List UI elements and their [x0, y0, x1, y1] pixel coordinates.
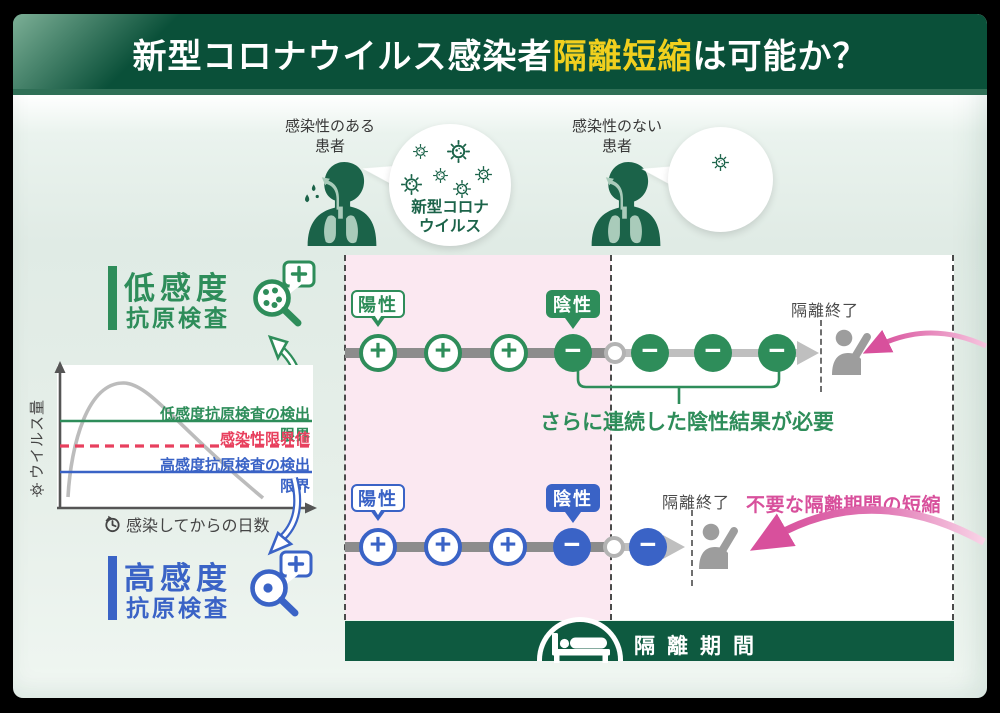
noninfectious-patient-label: 感染性のない 患者 [571, 118, 662, 156]
positive-badge-blue: 陽性 [351, 484, 405, 521]
isolation-end-line-blue [691, 510, 693, 586]
viral-load-chart [54, 361, 317, 514]
virus-glyph-icon [29, 483, 44, 497]
low-test-accent-bar [108, 266, 117, 330]
empty-virus-bubble [668, 127, 773, 232]
test-result-negative: − [629, 528, 667, 566]
blue-row-timeline-bar [345, 542, 615, 552]
test-result-positive: + [489, 528, 527, 566]
test-result-negative: − [553, 528, 591, 566]
curved-arrow-down-icon [267, 476, 302, 556]
test-result-positive: + [424, 334, 462, 372]
consecutive-negatives-bracket [576, 370, 781, 404]
infectivity-threshold-label: 感染性限界値 [219, 431, 310, 448]
test-result-positive: + [490, 334, 528, 372]
untested-marker [604, 342, 626, 364]
untested-marker [603, 536, 625, 558]
bed-icon [552, 633, 610, 663]
green-row-timeline-bar [345, 348, 615, 358]
released-person-icon [699, 523, 738, 569]
isolation-period-label: 隔離期間 [634, 635, 766, 658]
clock-icon [105, 515, 120, 533]
title-bar: 新型コロナウイルス感染者隔離短縮は可能か？ [13, 14, 987, 95]
noninfectious-patient-icon [591, 161, 661, 246]
x-axis-arrow-icon [305, 502, 317, 514]
y-axis-label: ウイルス量 [26, 357, 47, 497]
y-axis-arrow-icon [54, 361, 66, 373]
consecutive-negatives-note: さらに連続した陰性結果が必要 [540, 411, 834, 434]
high-test-title: 高感度 [124, 561, 232, 596]
x-axis-label: 感染してからの日数 [103, 512, 270, 536]
blue-row-timeline-arrow-icon [663, 535, 685, 559]
test-result-negative: − [631, 334, 669, 372]
test-result-negative: − [758, 334, 796, 372]
isolation-end-label-blue: 隔離終了 [662, 495, 731, 512]
shorten-arrow-large-icon [749, 506, 986, 551]
negative-badge-blue: 陰性 [546, 484, 600, 523]
virus-cluster-icon [401, 140, 492, 198]
chart-plot-area [57, 365, 313, 508]
positive-badge-green: 陽性 [351, 290, 405, 327]
green-row-timeline-arrow-icon [797, 341, 819, 365]
low-test-subtitle: 抗原検査 [126, 305, 230, 331]
panel-left-dashed-line [344, 255, 346, 620]
shorten-arrow-small-icon [862, 329, 988, 354]
small-virus-icon [712, 154, 729, 171]
high-test-subtitle: 抗原検査 [126, 595, 230, 621]
non-infectious-period-region [611, 255, 954, 620]
title-highlight: 隔離短縮 [552, 38, 693, 76]
low-limit-label: 低感度抗原検査の検出限界 [159, 406, 310, 444]
panel-right-dashed-line [952, 255, 954, 620]
infectious-patient-icon [305, 161, 377, 246]
test-result-positive: + [359, 528, 397, 566]
low-sensitivity-magnifier-icon [253, 260, 316, 327]
infectious-patient-label: 感染性のある 患者 [284, 118, 375, 156]
isolation-end-line-green [820, 320, 822, 392]
test-result-negative: − [554, 334, 592, 372]
negative-badge-green: 陰性 [546, 290, 600, 329]
page-title: 新型コロナウイルス感染者隔離短縮は可能か？ [133, 25, 868, 78]
title-suffix: は可能か？ [692, 38, 868, 76]
isolation-end-label-green: 隔離終了 [791, 303, 860, 320]
high-test-accent-bar [108, 556, 117, 620]
low-test-title: 低感度 [124, 271, 232, 306]
panel-middle-dashed-line [610, 255, 612, 620]
isolation-period-bar [345, 621, 954, 661]
droplets-icon [305, 184, 319, 203]
released-person-icon [832, 329, 871, 375]
virus-bubble: 新型コロナ ウイルス [389, 124, 511, 246]
virus-bubble-label: 新型コロナ ウイルス [411, 199, 489, 236]
test-result-positive: + [359, 334, 397, 372]
title-text: 新型コロナウイルス感染者 [132, 38, 553, 76]
test-result-positive: + [424, 528, 462, 566]
high-sensitivity-magnifier-icon [250, 550, 313, 617]
test-result-negative: − [694, 334, 732, 372]
